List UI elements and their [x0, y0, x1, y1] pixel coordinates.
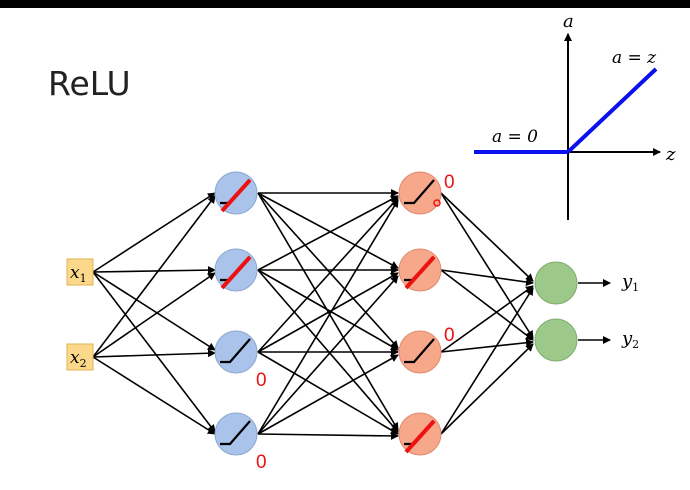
input-x1: x1: [66, 258, 94, 286]
hidden1-neuron-1: [214, 171, 258, 215]
output-neuron-1: [534, 261, 578, 305]
hidden1-neuron-3: [214, 330, 258, 374]
zero-label-hidden1-neuron4: 0: [256, 452, 267, 473]
hidden2-neuron-2: [398, 248, 442, 292]
hidden1-to-hidden2-edges: [257, 189, 399, 440]
output-neuron-2: [534, 318, 578, 362]
svg-text:x2: x2: [70, 348, 87, 370]
page-title: ReLU: [48, 64, 131, 103]
positive-label: a = z: [612, 48, 657, 68]
zero-label-hidden2-neuron1: 0: [444, 172, 455, 193]
zero-label-hidden2-neuron3: 0: [444, 325, 455, 346]
negative-label: a = 0: [492, 127, 538, 147]
input-x2: x2: [66, 343, 94, 371]
hidden2-to-output-edges: [440, 192, 534, 435]
hidden2-neuron-4: [398, 412, 442, 456]
hidden2-neuron-1: [398, 171, 442, 215]
svg-text:x1: x1: [70, 263, 87, 285]
output-arrows: [578, 279, 611, 344]
output-label-y1: y1: [621, 271, 639, 294]
output-label-y2: y2: [621, 328, 639, 351]
x-axis-label: z: [665, 144, 676, 165]
hidden1-neuron-2: [214, 248, 258, 292]
zero-label-hidden1-neuron3: 0: [256, 370, 267, 391]
hidden1-neuron-4: [214, 412, 258, 456]
top-border: [0, 0, 690, 8]
y-axis-label: a: [563, 11, 574, 32]
relu-positive-segment: [566, 67, 658, 154]
relu-graph: a z a = z a = 0: [474, 11, 676, 220]
hidden2-neuron-3: [398, 330, 442, 374]
input-to-hidden1-edges: [92, 192, 216, 435]
